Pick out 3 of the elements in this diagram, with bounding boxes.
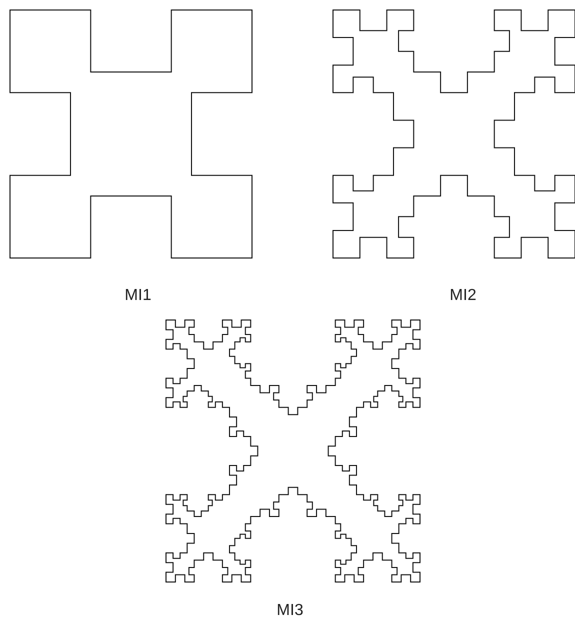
figure-label: MI1 bbox=[124, 287, 152, 305]
figure-label: MI2 bbox=[450, 287, 476, 305]
figure-label: MI3 bbox=[276, 602, 304, 620]
